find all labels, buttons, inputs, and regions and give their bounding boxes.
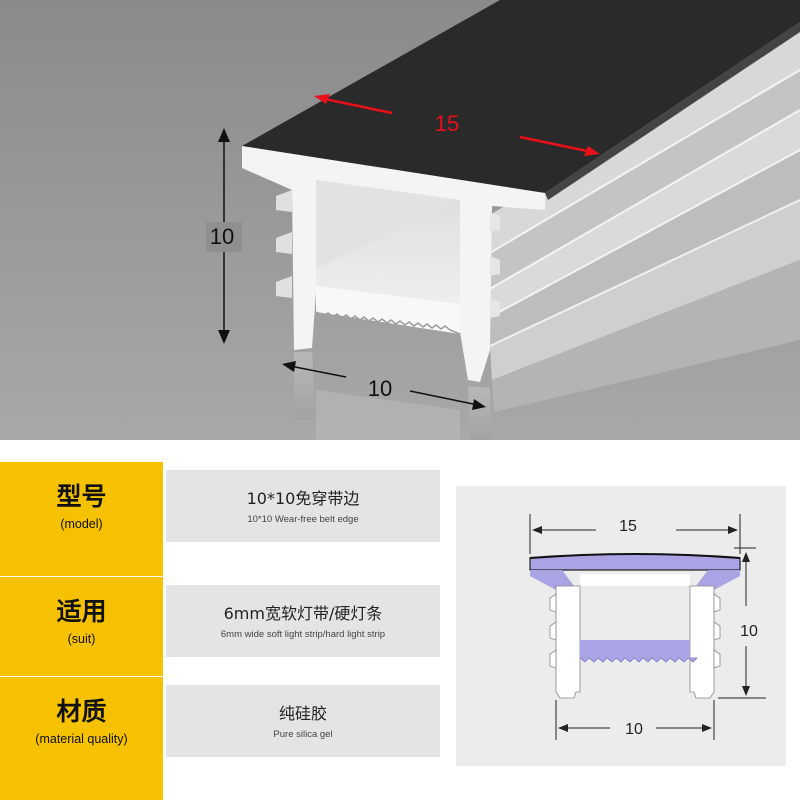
- spacer: [0, 440, 163, 462]
- spec-label-cell: 型号 (model): [0, 462, 163, 550]
- spec-value: 纯硅胶: [278, 703, 327, 723]
- spec-value-en: 6mm wide soft light strip/hard light str…: [220, 628, 386, 640]
- diagram-width-label: 15: [619, 518, 637, 535]
- profile-front-face: [242, 146, 545, 382]
- product-render: 15 10 10: [0, 0, 800, 440]
- spec-value: 6mm宽软灯带/硬灯条: [223, 603, 383, 623]
- spec-label: 适用: [56, 597, 107, 626]
- label-column-fill: [0, 665, 163, 677]
- dimension-width-label: 15: [435, 111, 459, 136]
- spec-row-material: 材质 (material quality) 纯硅胶 Pure silica ge…: [0, 677, 440, 765]
- spec-row-model: 型号 (model) 10*10免穿带边 10*10 Wear-free bel…: [0, 462, 440, 550]
- label-column-fill: [0, 765, 163, 800]
- spec-row-suit: 适用 (suit) 6mm宽软灯带/硬灯条 6mm wide soft ligh…: [0, 577, 440, 665]
- diagram-height-label: 10: [740, 623, 758, 640]
- spec-label: 型号: [56, 482, 107, 511]
- profile-cross-section: 15: [529, 514, 766, 740]
- cross-section-diagram: 15: [456, 486, 786, 766]
- extrusion-side-faces: [487, 28, 800, 412]
- spec-value-cell: 纯硅胶 Pure silica gel: [166, 685, 440, 757]
- spec-value-cell: 6mm宽软灯带/硬灯条 6mm wide soft light strip/ha…: [166, 585, 440, 657]
- top-surface: [242, 0, 800, 193]
- dimension-height-label: 10: [210, 224, 234, 249]
- spec-label-en: (model): [60, 517, 103, 531]
- diagram-dimension-width: [529, 514, 741, 554]
- profile-3d-illustration: 15 10 10: [0, 0, 800, 440]
- spec-label: 材质: [56, 697, 107, 726]
- dimension-base-bottom: [282, 361, 486, 410]
- spec-value-en: Pure silica gel: [273, 728, 333, 740]
- spec-label-cell: 适用 (suit): [0, 577, 163, 665]
- diagram-profile: [529, 553, 741, 699]
- label-column-fill: [0, 550, 163, 577]
- diagram-dimension-height: [718, 547, 766, 699]
- dimension-base-label: 10: [368, 376, 392, 401]
- diagram-base-label: 10: [625, 721, 643, 738]
- spec-value: 10*10免穿带边: [246, 488, 360, 508]
- spec-label-en: (material quality): [35, 732, 128, 746]
- spec-label-en: (suit): [67, 632, 96, 646]
- spec-value-en: 10*10 Wear-free belt edge: [247, 513, 359, 525]
- diagram-dimension-base: [555, 700, 715, 740]
- dimension-width-top: [314, 94, 600, 156]
- spec-value-cell: 10*10免穿带边 10*10 Wear-free belt edge: [166, 470, 440, 542]
- spec-label-cell: 材质 (material quality): [0, 677, 163, 765]
